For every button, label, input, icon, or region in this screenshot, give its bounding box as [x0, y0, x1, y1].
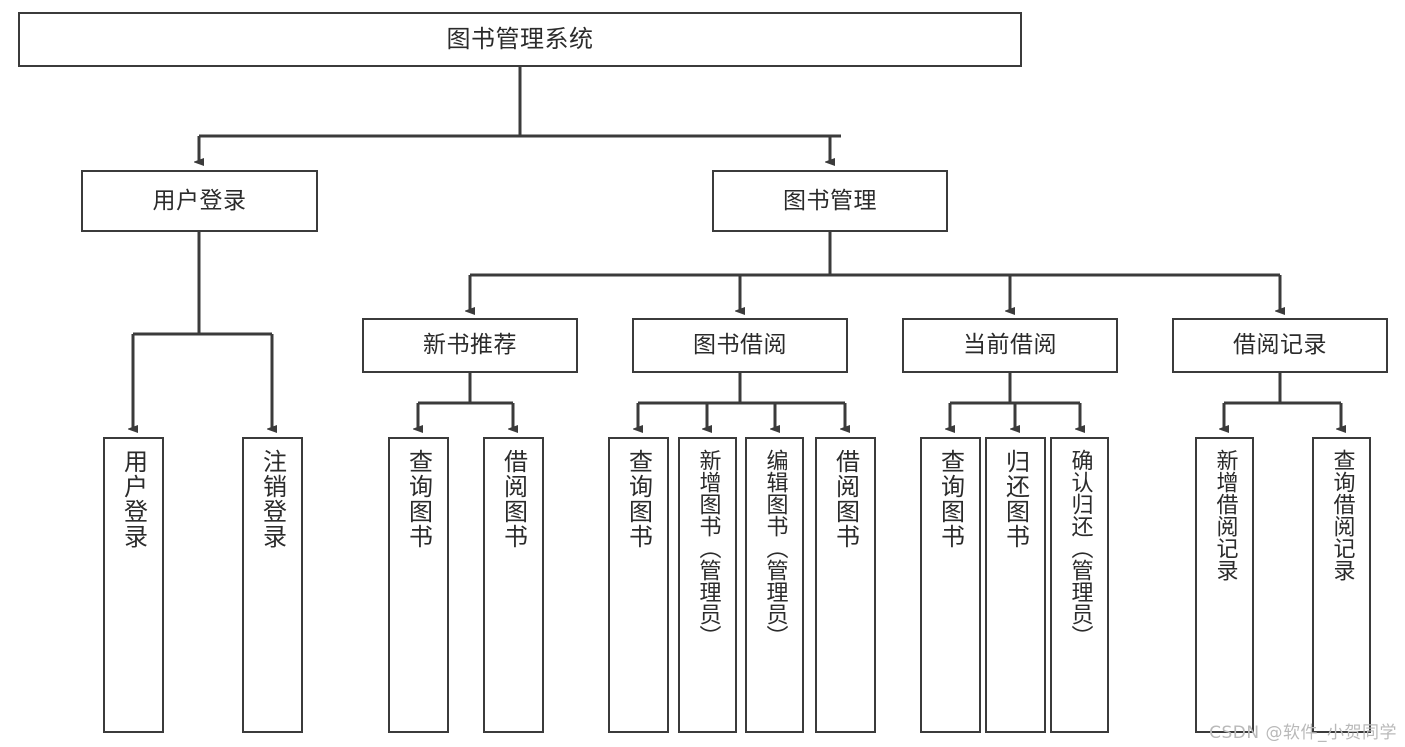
- node-leaf-add-record[interactable]: 新增借阅记录: [1195, 437, 1254, 733]
- node-label: 注销登录: [258, 449, 287, 549]
- node-leaf-query-book-2[interactable]: 查询图书: [608, 437, 669, 733]
- node-leaf-confirm-return[interactable]: 确认归还（管理员）: [1050, 437, 1109, 733]
- node-label: 归还图书: [1001, 449, 1030, 549]
- node-label: 图书管理: [783, 187, 877, 214]
- node-leaf-user-login[interactable]: 用户登录: [103, 437, 164, 733]
- node-leaf-return-book[interactable]: 归还图书: [985, 437, 1046, 733]
- node-label: 新增图书（管理员）: [695, 449, 721, 647]
- node-label: 编辑图书（管理员）: [762, 449, 788, 647]
- node-label: 图书借阅: [693, 332, 787, 359]
- node-leaf-borrow-book-1[interactable]: 借阅图书: [483, 437, 544, 733]
- node-label: 借阅图书: [831, 449, 860, 549]
- node-label: 借阅记录: [1233, 332, 1327, 359]
- node-new-book-recommend[interactable]: 新书推荐: [362, 318, 578, 373]
- node-user-login[interactable]: 用户登录: [81, 170, 318, 232]
- node-label: 新书推荐: [423, 332, 517, 359]
- node-leaf-query-book-3[interactable]: 查询图书: [920, 437, 981, 733]
- node-label: 用户登录: [152, 187, 247, 214]
- csdn-watermark: CSDN @软件_小贺同学: [1209, 723, 1397, 743]
- node-label: 图书管理系统: [446, 24, 594, 53]
- node-leaf-add-book[interactable]: 新增图书（管理员）: [678, 437, 737, 733]
- node-book-manage[interactable]: 图书管理: [712, 170, 948, 232]
- node-leaf-edit-book[interactable]: 编辑图书（管理员）: [745, 437, 804, 733]
- node-root-system[interactable]: 图书管理系统: [18, 12, 1022, 67]
- node-label: 借阅图书: [499, 449, 528, 549]
- node-leaf-query-record[interactable]: 查询借阅记录: [1312, 437, 1371, 733]
- node-borrow-record[interactable]: 借阅记录: [1172, 318, 1388, 373]
- node-leaf-logout-login[interactable]: 注销登录: [242, 437, 303, 733]
- node-label: 查询图书: [404, 449, 433, 549]
- node-leaf-query-book-1[interactable]: 查询图书: [388, 437, 449, 733]
- node-label: 用户登录: [119, 449, 148, 549]
- node-label: 确认归还（管理员）: [1067, 449, 1093, 647]
- node-label: 当前借阅: [963, 332, 1057, 359]
- node-book-borrow[interactable]: 图书借阅: [632, 318, 848, 373]
- node-label: 查询借阅记录: [1329, 449, 1355, 581]
- node-label: 查询图书: [936, 449, 965, 549]
- node-label: 新增借阅记录: [1212, 449, 1238, 581]
- node-label: 查询图书: [624, 449, 653, 549]
- node-current-borrow[interactable]: 当前借阅: [902, 318, 1118, 373]
- node-leaf-borrow-book-2[interactable]: 借阅图书: [815, 437, 876, 733]
